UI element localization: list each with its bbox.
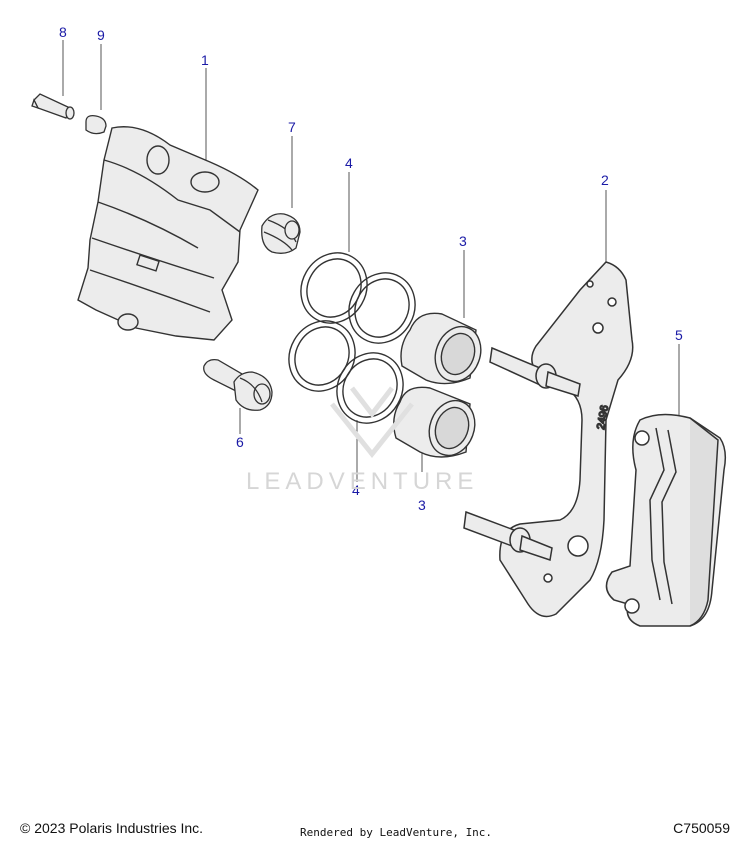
pistons-part <box>393 312 482 458</box>
watermark-emblem <box>330 386 414 459</box>
callout-9: 9 <box>97 27 105 43</box>
callout-3-lower: 3 <box>418 497 426 513</box>
guide-pin-part <box>203 358 273 411</box>
pin-boot-part <box>261 213 301 254</box>
caliper-bracket-part: 2496 <box>463 261 634 618</box>
rendered-by-text: Rendered by LeadVenture, Inc. <box>300 826 493 839</box>
callout-1: 1 <box>201 52 209 68</box>
callout-3: 3 <box>459 233 467 249</box>
callout-2: 2 <box>601 172 609 188</box>
callout-8: 8 <box>59 24 67 40</box>
callout-4: 4 <box>345 155 353 171</box>
callout-6: 6 <box>236 434 244 450</box>
watermark-text: LEADVENTURE <box>246 468 479 495</box>
callout-7: 7 <box>288 119 296 135</box>
brake-pad-part <box>605 413 727 627</box>
callout-5: 5 <box>675 327 683 343</box>
copyright-text: © 2023 Polaris Industries Inc. <box>20 820 204 836</box>
bleeder-screw-part <box>31 93 75 120</box>
diagram-code: C750059 <box>673 820 730 836</box>
leader-lines <box>62 40 680 482</box>
bracket-stamp: 2496 <box>595 404 611 430</box>
callout-4-lower: 4 <box>352 482 360 498</box>
piston-seals-part <box>288 252 416 424</box>
bleeder-cap-part <box>85 114 107 135</box>
caliper-body-part <box>77 126 259 341</box>
